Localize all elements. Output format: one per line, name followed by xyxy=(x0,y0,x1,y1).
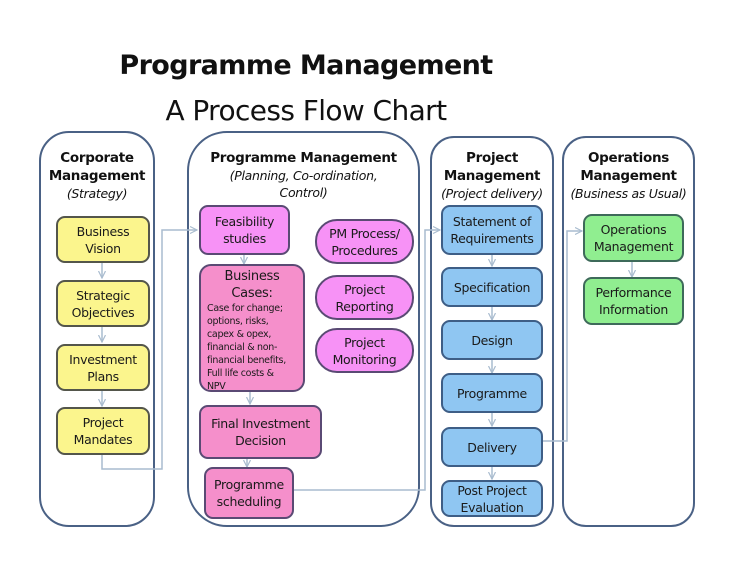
box-text-line: PM Process/ xyxy=(329,225,400,241)
pill-pm-process-procedures: PM Process/ Procedures xyxy=(315,219,414,264)
pill-project-reporting: Project Reporting xyxy=(315,275,414,320)
box-project-mandates: Project Mandates xyxy=(56,407,150,455)
lane-title-line: Operations xyxy=(587,150,670,166)
chart-subtitle: A Process Flow Chart xyxy=(165,94,448,127)
box-text-line: Operations xyxy=(600,222,667,237)
box-text-line: Business xyxy=(76,223,130,239)
box-post-project-evaluation: Post Project Evaluation xyxy=(441,480,543,517)
lane-subtitle: (Project delivery) xyxy=(441,186,543,201)
lane-header: Operations Management (Business as Usual… xyxy=(564,149,693,202)
lane-title-line: Management xyxy=(48,168,146,184)
box-final-investment-decision: Final Investment Decision xyxy=(199,405,322,459)
box-detail-line: financial benefits, xyxy=(207,355,286,366)
box-title-line: Business xyxy=(224,269,280,284)
lane-subtitle: (Strategy) xyxy=(66,186,128,201)
box-performance-information: Performance Information xyxy=(583,277,684,325)
box-text-line: Mandates xyxy=(73,432,133,447)
lane-title-line: Project xyxy=(466,150,518,166)
box-text-line: Information xyxy=(598,302,669,317)
box-design: Design xyxy=(441,320,543,360)
box-detail-line: capex & opex, xyxy=(207,329,272,340)
lane-title-line: Corporate xyxy=(60,150,134,166)
box-text-line: Project xyxy=(344,334,385,350)
box-text-line: Feasibility xyxy=(214,214,275,229)
box-text-line: Investment xyxy=(69,351,137,367)
box-text-line: Evaluation xyxy=(460,499,524,515)
chart-title: Programme Management xyxy=(119,50,493,81)
lane-header: Programme Management (Planning, Co-ordin… xyxy=(189,149,418,201)
box-text-line: Vision xyxy=(85,240,121,256)
box-text-line: Performance xyxy=(595,285,672,300)
box-text-line: Decision xyxy=(235,433,286,448)
box-text-line: Management xyxy=(593,239,674,254)
box-text-line: scheduling xyxy=(216,494,282,509)
box-text-line: Specification xyxy=(453,279,531,295)
box-detail-line: Full life costs & xyxy=(207,368,274,379)
box-text-line: Statement of xyxy=(452,214,532,229)
box-strategic-objectives: Strategic Objectives xyxy=(56,280,150,327)
lane-title-line: Management xyxy=(443,168,541,184)
lane-title-line: Management xyxy=(580,168,677,184)
box-programme: Programme xyxy=(441,373,543,413)
box-operations-management: Operations Management xyxy=(583,214,684,262)
lane-corporate-management: Corporate Management (Strategy) xyxy=(39,131,155,527)
box-text-line: Delivery xyxy=(467,439,517,455)
box-text-line: studies xyxy=(223,231,266,246)
lane-title-line: Programme Management xyxy=(210,150,397,166)
lane-subtitle: (Business as Usual) xyxy=(570,186,687,201)
box-text-line: Objectives xyxy=(71,304,135,320)
box-detail-line: Case for change; xyxy=(207,303,283,314)
box-specification: Specification xyxy=(441,267,543,307)
box-detail-line: NPV xyxy=(207,381,226,392)
box-text-line: Procedures xyxy=(331,242,398,258)
box-detail-line: financial & non- xyxy=(207,342,278,353)
box-detail-line: options, risks, xyxy=(207,316,269,327)
box-feasibility-studies: Feasibility studies xyxy=(199,205,290,255)
box-text-line: Monitoring xyxy=(332,351,397,367)
box-text-line: Project xyxy=(82,415,124,430)
box-text-line: Requirements xyxy=(450,231,534,246)
box-text-line: Post Project xyxy=(457,482,527,498)
box-text-line: Strategic xyxy=(76,287,130,303)
box-programme-scheduling: Programme scheduling xyxy=(204,467,294,519)
box-text-line: Programme xyxy=(214,477,284,492)
box-text-line: Project xyxy=(344,281,385,297)
box-text-line: Design xyxy=(471,332,513,348)
box-text-line: Plans xyxy=(87,368,119,384)
lane-subtitle-line: Control) xyxy=(279,185,328,200)
box-delivery: Delivery xyxy=(441,427,543,467)
box-title-line: Cases: xyxy=(231,286,273,301)
box-business-cases: Business Cases: Case for change; options… xyxy=(199,264,305,392)
lane-subtitle-line: (Planning, Co-ordination, xyxy=(229,168,378,183)
lane-header: Project Management (Project delivery) xyxy=(432,149,552,202)
box-text-line: Programme xyxy=(457,385,527,401)
lane-operations-management: Operations Management (Business as Usual… xyxy=(562,136,695,527)
box-text-line: Final Investment xyxy=(211,416,310,431)
lane-header: Corporate Management (Strategy) xyxy=(41,149,153,202)
box-investment-plans: Investment Plans xyxy=(56,344,150,391)
box-text-line: Reporting xyxy=(335,298,394,314)
box-statement-of-requirements: Statement of Requirements xyxy=(441,205,543,255)
pill-project-monitoring: Project Monitoring xyxy=(315,328,414,373)
box-business-vision: Business Vision xyxy=(56,216,150,263)
